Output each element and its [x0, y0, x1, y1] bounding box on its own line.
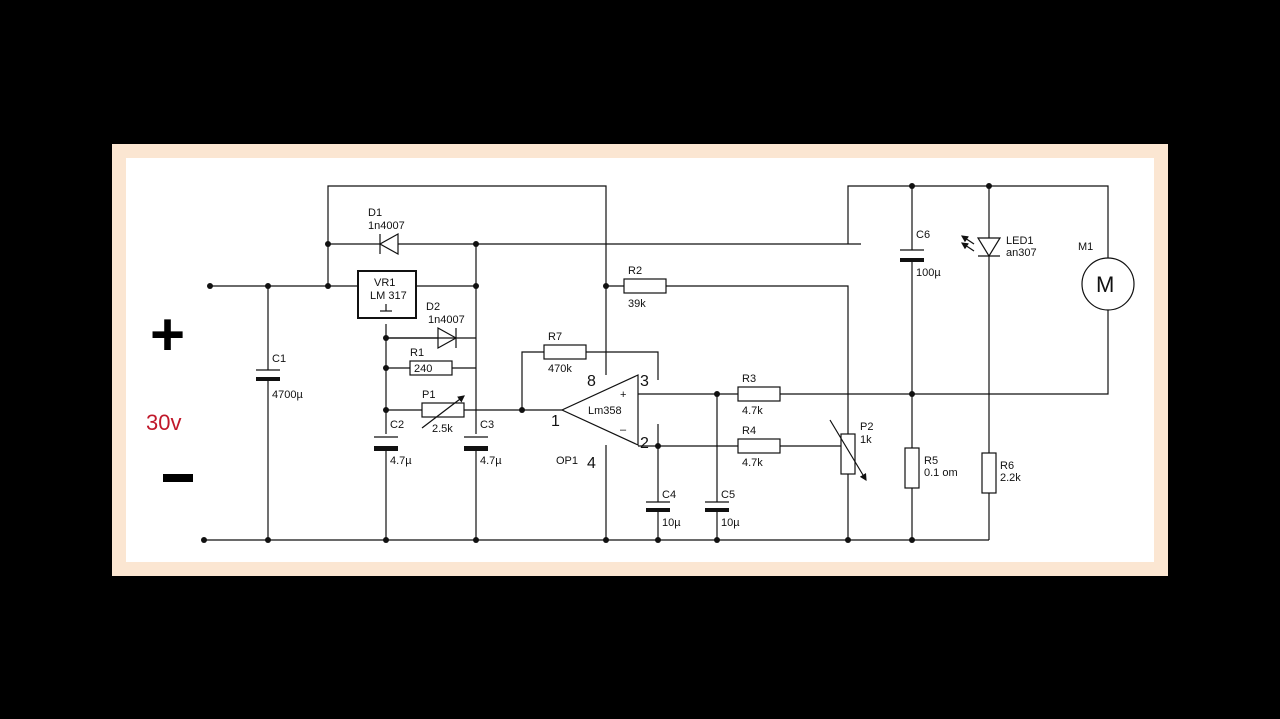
c2-ref: C2	[390, 419, 404, 431]
r3-ref: R3	[742, 373, 756, 385]
r4-ref: R4	[742, 425, 756, 437]
r6-ref: R6	[1000, 460, 1014, 472]
c1-ref: C1	[272, 353, 286, 365]
r7-ref: R7	[548, 331, 562, 343]
r4-value: 4.7k	[742, 457, 763, 469]
p1-ref: P1	[422, 389, 435, 401]
capacitor-c2: C2 4.7µ	[374, 419, 412, 467]
p1-value: 2.5k	[432, 423, 453, 435]
op1-pin-4: 4	[587, 455, 596, 472]
op1-value: Lm358	[588, 405, 622, 417]
voltage-label: 30v	[146, 410, 181, 435]
op1-plus-sign: +	[620, 389, 626, 401]
diode-d1: D1 1n4007	[368, 207, 405, 256]
d1-value: 1n4007	[368, 220, 405, 232]
motor-m1: M M1	[1078, 241, 1135, 311]
resistor-r7: R7 470k	[543, 331, 587, 375]
r2-value: 39k	[628, 298, 646, 310]
vr1-ref: VR1	[374, 277, 395, 289]
led1-ref: LED1	[1006, 235, 1034, 247]
plus-symbol: +	[150, 301, 185, 368]
junction-dots	[201, 183, 992, 543]
schematic-canvas: C1 4700µ D1 1n4007 VR1 LM 317	[126, 158, 1154, 562]
resistor-r2: R2 39k	[623, 265, 667, 310]
resistor-r3: R3 4.7k	[737, 373, 781, 417]
potentiometer-p1: P1 2.5k	[421, 389, 465, 435]
capacitor-c3: C3 4.7µ	[464, 419, 502, 467]
resistor-r5: R5 0.1 om	[904, 447, 958, 489]
potentiometer-p2: P2 1k	[829, 419, 873, 482]
p2-value: 1k	[860, 434, 872, 446]
d2-value: 1n4007	[428, 314, 465, 326]
p2-ref: P2	[860, 421, 873, 433]
capacitor-c1: C1 4700µ	[256, 353, 303, 401]
c6-value: 100µ	[916, 267, 941, 279]
opamp-op1: Lm358 + – OP1 8 1 4 3 2	[551, 373, 649, 472]
vr1-value: LM 317	[370, 290, 407, 302]
capacitor-c6: C6 100µ	[900, 229, 941, 279]
wires	[204, 185, 1109, 541]
c2-value: 4.7µ	[390, 455, 412, 467]
resistor-r6: R6 2.2k	[981, 452, 1021, 494]
led-led1: LED1 an307	[961, 235, 1037, 259]
r1-ref: R1	[410, 347, 424, 359]
diagram-frame: C1 4700µ D1 1n4007 VR1 LM 317	[112, 144, 1168, 576]
c5-value: 10µ	[721, 517, 740, 529]
d2-ref: D2	[426, 301, 440, 313]
r6-value: 2.2k	[1000, 472, 1021, 484]
regulator-vr1: VR1 LM 317	[357, 270, 417, 319]
c4-value: 10µ	[662, 517, 681, 529]
op1-pin-2: 2	[640, 435, 649, 452]
supply-labels: + 30v	[146, 301, 193, 482]
capacitor-c4: C4 10µ	[646, 489, 681, 529]
m1-ref: M1	[1078, 241, 1093, 253]
r5-value: 0.1 om	[924, 467, 958, 479]
resistor-r1: R1 240	[409, 347, 453, 376]
op1-pin-3: 3	[640, 373, 649, 390]
r1-value: 240	[414, 363, 432, 375]
r5-ref: R5	[924, 455, 938, 467]
m1-symbol: M	[1096, 272, 1114, 297]
c3-value: 4.7µ	[480, 455, 502, 467]
minus-symbol	[163, 474, 193, 482]
op1-minus-sign: –	[620, 424, 627, 436]
c4-ref: C4	[662, 489, 676, 501]
resistor-r4: R4 4.7k	[737, 425, 781, 469]
r3-value: 4.7k	[742, 405, 763, 417]
circuit-schematic: C1 4700µ D1 1n4007 VR1 LM 317	[146, 183, 1135, 543]
r2-ref: R2	[628, 265, 642, 277]
r7-value: 470k	[548, 363, 572, 375]
led1-value: an307	[1006, 247, 1037, 259]
op1-ref: OP1	[556, 455, 578, 467]
capacitor-c5: C5 10µ	[705, 489, 740, 529]
c5-ref: C5	[721, 489, 735, 501]
diode-d2: D2 1n4007	[386, 301, 465, 350]
d1-ref: D1	[368, 207, 382, 219]
c6-ref: C6	[916, 229, 930, 241]
c3-ref: C3	[480, 419, 494, 431]
c1-value: 4700µ	[272, 389, 303, 401]
op1-pin-8: 8	[587, 373, 596, 390]
op1-pin-1: 1	[551, 413, 560, 430]
